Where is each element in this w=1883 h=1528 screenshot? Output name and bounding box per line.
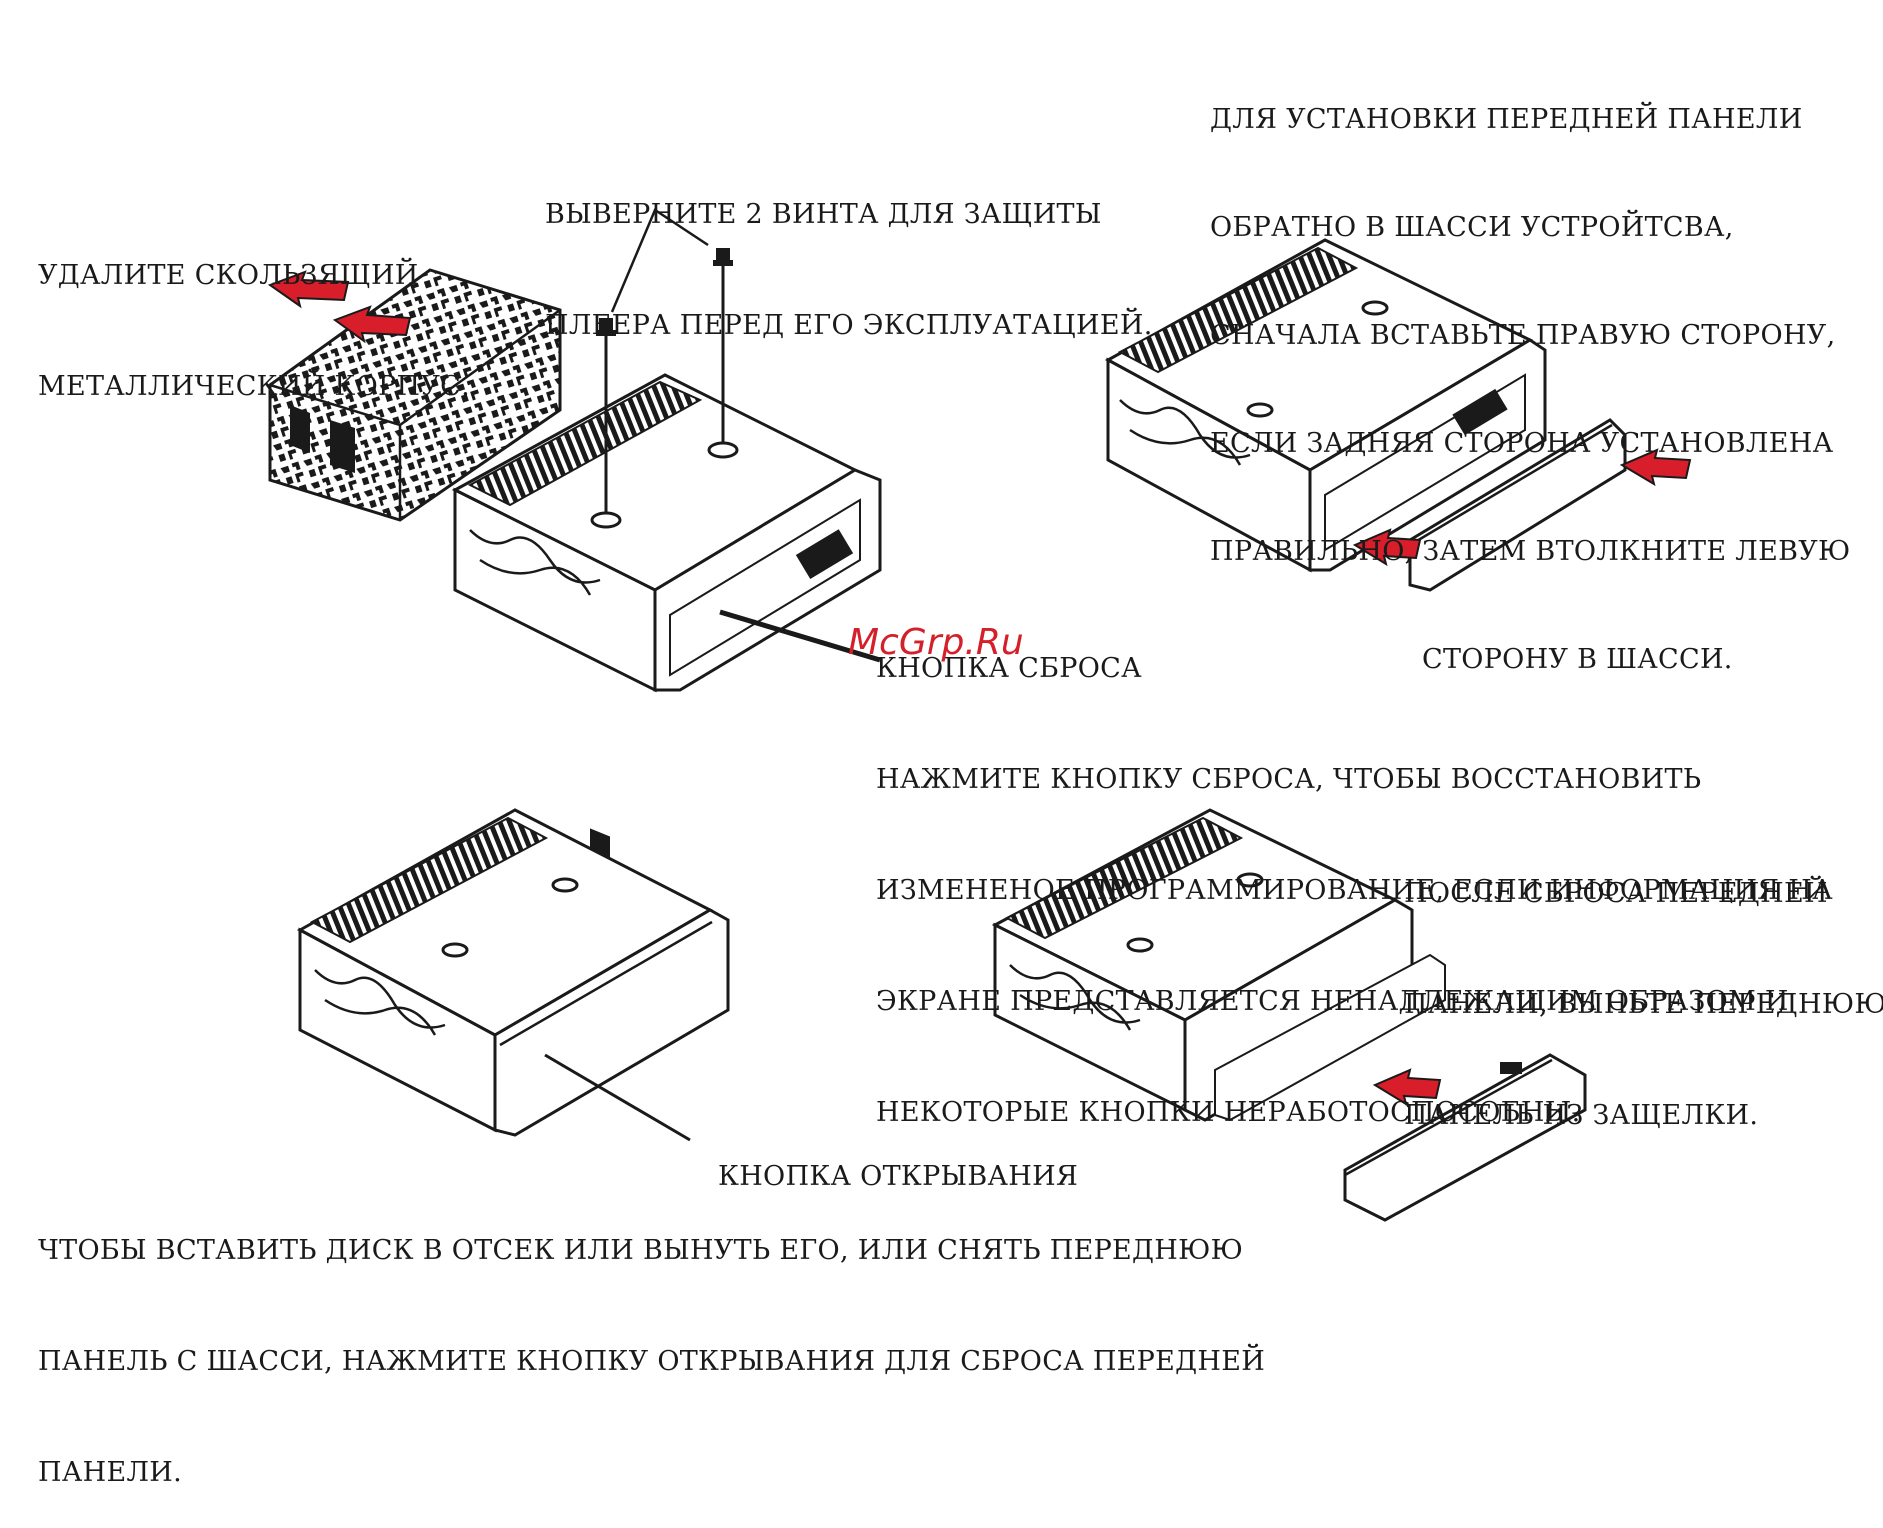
remove-panel-figure	[991, 808, 1587, 1222]
unit-with-screws-figure	[451, 208, 882, 867]
watermark: McGrp.Ru	[848, 622, 1024, 663]
open-button-figure	[296, 808, 730, 1142]
insert-disc-caption: ЧТОБЫ ВСТАВИТЬ ДИСК В ОТСЕК ИЛИ ВЫНУТЬ Е…	[38, 1235, 1266, 1488]
reset-caption: КНОПКА СБРОСА НАЖМИТЕ КНОПКУ СБРОСА, ЧТО…	[876, 653, 1833, 1128]
install-panel-caption: ДЛЯ УСТАНОВКИ ПЕРЕДНЕЙ ПАНЕЛИ ОБРАТНО В …	[1210, 104, 1851, 675]
illustrations	[267, 208, 1692, 1222]
remove-arrow-icon	[267, 270, 412, 344]
after-reset-caption: ПОСЛЕ СБРОСА ПЕРЕДНЕЙ ПАНЕЛИ, ВЫНЬТЕ ПЕР…	[1404, 878, 1883, 1131]
remove-housing-caption: УДАЛИТЕ СКОЛЬЗЯЩИЙ МЕТАЛЛИЧЕСКИЙ КОРПУС.	[38, 260, 471, 402]
remove-arrow-icon	[1372, 1068, 1442, 1107]
screw-icon	[707, 248, 739, 459]
open-button-caption: КНОПКА ОТКРЫВАНИЯ	[718, 1161, 1079, 1192]
unscrew-caption: ВЫВЕРНИТЕ 2 ВИНТА ДЛЯ ЗАЩИТЫ ПЛЕЕРА ПЕРЕ…	[545, 199, 1153, 341]
install-panel-figure	[1104, 238, 1692, 592]
screw-icon	[590, 318, 622, 529]
metal-housing-figure	[267, 268, 562, 522]
insert-arrow-icon	[1352, 448, 1692, 567]
